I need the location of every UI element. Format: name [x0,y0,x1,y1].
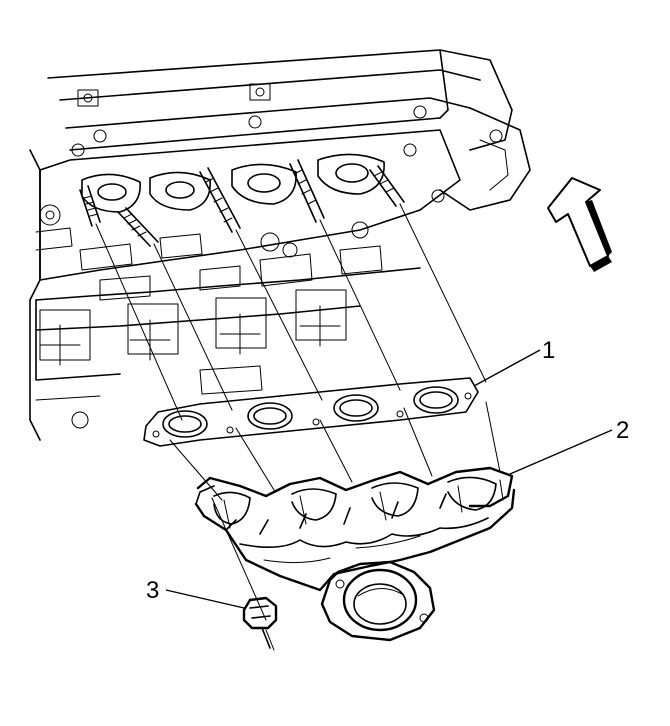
callout-1: 1 [473,337,555,387]
head-exhaust-ports [81,153,385,213]
exhaust-manifold [194,466,516,642]
manifold-nut [242,596,278,651]
exhaust-manifold-gasket [143,377,479,447]
callout-3-label: 3 [146,577,159,604]
callout-1-label: 1 [542,337,555,364]
explode-lines [95,203,501,621]
callout-2: 2 [509,417,629,475]
manifold-studs [79,159,405,247]
callout-3: 3 [146,577,245,609]
front-direction-arrow-icon [547,177,612,272]
callout-2-label: 2 [616,417,629,444]
cylinder-head [29,49,531,441]
